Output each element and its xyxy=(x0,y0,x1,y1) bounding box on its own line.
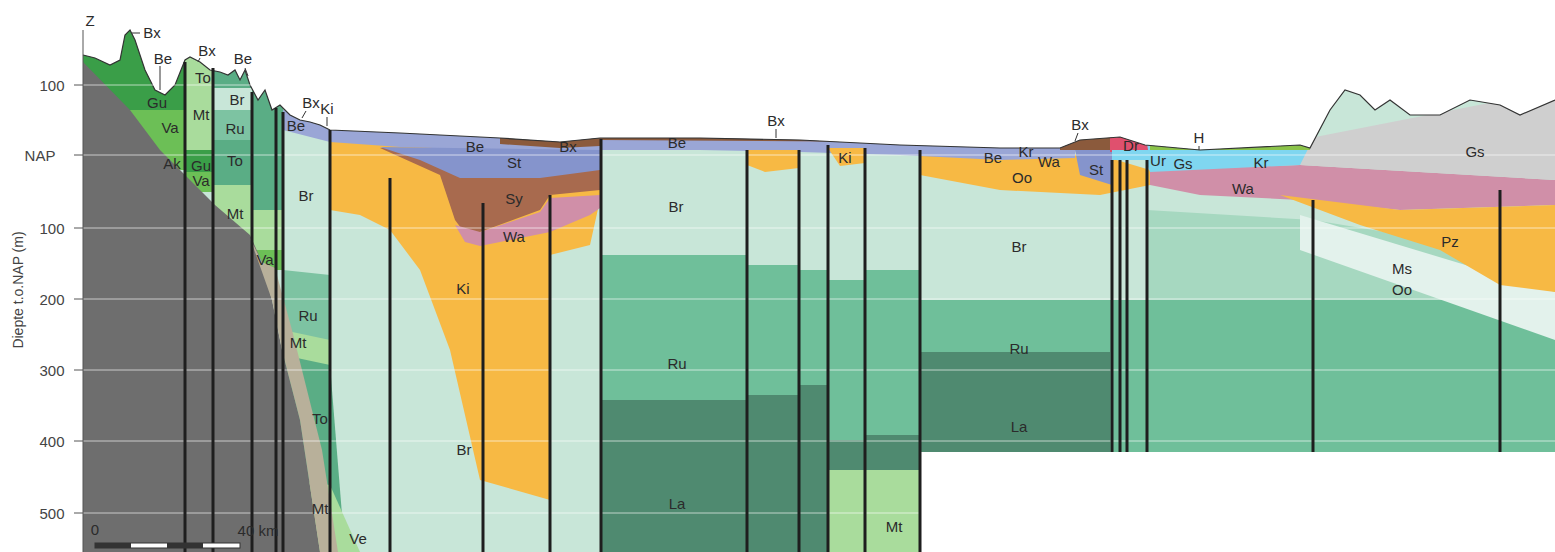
unit-label: Oo xyxy=(1392,282,1412,297)
unit-label: Kr xyxy=(1019,144,1034,159)
unit-label: Gu xyxy=(191,158,211,173)
unit-label: Bx xyxy=(1071,117,1089,132)
unit-label: Ki xyxy=(838,150,851,165)
unit-label: To xyxy=(227,153,243,168)
axis-tick: 100 xyxy=(39,221,64,236)
unit-label: Gs xyxy=(1465,144,1484,159)
unit-label: Ki xyxy=(320,101,333,116)
unit-label: Mt xyxy=(290,335,307,350)
unit-label: La xyxy=(1011,419,1028,434)
unit-label: Wa xyxy=(503,229,525,244)
section-end-label: Z xyxy=(85,13,94,28)
unit-label: Oo xyxy=(1012,170,1032,185)
unit-label: Kr xyxy=(1254,155,1269,170)
unit-label: La xyxy=(669,496,686,511)
unit-label: Mt xyxy=(227,206,244,221)
unit-label: Be xyxy=(287,118,305,133)
unit-label: Bx xyxy=(198,43,216,58)
unit-label: Ki xyxy=(456,281,469,296)
unit-label: Mt xyxy=(193,107,210,122)
scale-label: 0 xyxy=(91,522,99,537)
unit-label: Ur xyxy=(1150,153,1166,168)
unit-label: St xyxy=(507,155,521,170)
unit-label: Va xyxy=(161,120,178,135)
unit-label: Wa xyxy=(1038,154,1060,169)
unit-label: Ru xyxy=(298,308,317,323)
axis-title: Diepte t.o.NAP (m) xyxy=(11,231,25,348)
unit-label: Be xyxy=(984,150,1002,165)
unit-label: Ms xyxy=(1392,261,1412,276)
unit-label: Va xyxy=(256,252,273,267)
unit-label: Br xyxy=(1012,239,1027,254)
unit-label: St xyxy=(1089,162,1103,177)
axis-tick: 300 xyxy=(39,363,64,378)
scale-label: 40 km xyxy=(238,523,279,538)
unit-label: Ak xyxy=(163,156,181,171)
unit-label: To xyxy=(312,411,328,426)
unit-label: Mt xyxy=(312,501,329,516)
unit-label: Bx xyxy=(143,25,161,40)
unit-label: Ru xyxy=(667,356,686,371)
unit-label: Wa xyxy=(1232,181,1254,196)
unit-label: Bx xyxy=(559,139,577,154)
unit-label: Br xyxy=(457,442,472,457)
axis-tick: NAP xyxy=(25,148,56,163)
unit-label: Ru xyxy=(1009,341,1028,356)
axis-tick: 100 xyxy=(39,78,64,93)
unit-label: Sy xyxy=(505,191,523,206)
unit-label: H xyxy=(1194,130,1205,145)
unit-label: Va xyxy=(192,173,209,188)
unit-label: Ru xyxy=(225,121,244,136)
unit-label: Mt xyxy=(886,519,903,534)
unit-label: Be xyxy=(154,51,172,66)
unit-label: Be xyxy=(668,135,686,150)
unit-label: Gu xyxy=(147,95,167,110)
unit-label: Bx xyxy=(302,95,320,110)
unit-label: Br xyxy=(230,92,245,107)
unit-label: Ve xyxy=(349,531,367,546)
unit-label: Be xyxy=(234,51,252,66)
axis-tick: 400 xyxy=(39,434,64,449)
axis-tick: 200 xyxy=(39,292,64,307)
unit-label: Dr xyxy=(1123,138,1139,153)
unit-label: Br xyxy=(299,188,314,203)
unit-label: Pz xyxy=(1441,234,1459,249)
unit-label: To xyxy=(195,70,211,85)
unit-label: Bx xyxy=(767,113,785,128)
unit-label: Be xyxy=(466,139,484,154)
unit-label: Gs xyxy=(1173,156,1192,171)
unit-label: Br xyxy=(669,199,684,214)
axis-tick: 500 xyxy=(39,506,64,521)
